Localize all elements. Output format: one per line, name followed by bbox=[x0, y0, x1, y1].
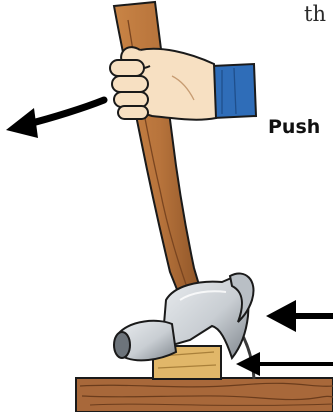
curved-arrow-icon bbox=[6, 100, 104, 138]
wood-board bbox=[76, 378, 333, 412]
push-label: Push bbox=[268, 116, 320, 138]
left-arrow-icon bbox=[266, 300, 333, 332]
clipped-caption-text: th bbox=[304, 2, 326, 26]
hand-icon bbox=[110, 47, 256, 120]
